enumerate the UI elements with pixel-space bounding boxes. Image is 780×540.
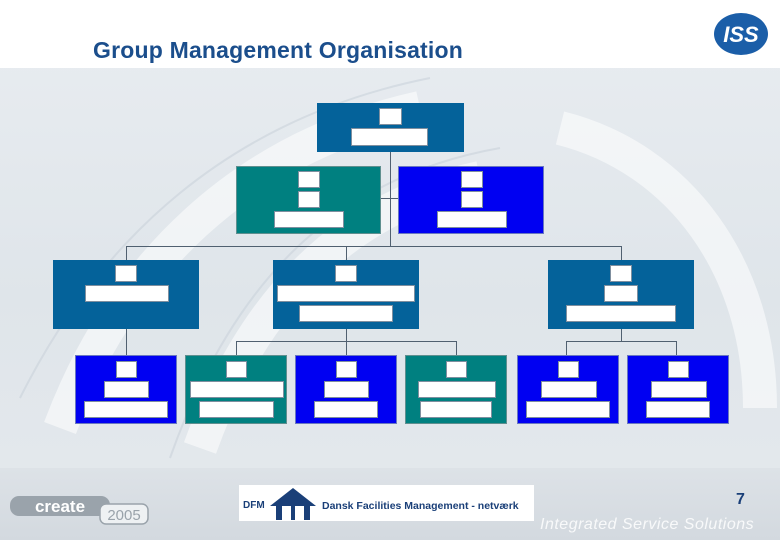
connector — [346, 341, 347, 355]
page-number: 7 — [736, 491, 745, 508]
connector — [621, 329, 622, 341]
photo-placeholder — [461, 171, 483, 188]
photo-placeholder — [651, 381, 707, 398]
name-placeholder — [274, 211, 344, 228]
connector — [390, 152, 391, 246]
org-unit-top — [317, 103, 464, 152]
org-unit-staff-left — [236, 166, 381, 234]
name-placeholder — [85, 285, 169, 302]
org-unit-division-center — [273, 260, 419, 329]
name-placeholder — [646, 401, 710, 418]
photo-placeholder — [604, 285, 638, 302]
iss-logo-text: ISS — [723, 22, 759, 47]
name-placeholder — [418, 381, 496, 398]
connector — [676, 341, 677, 355]
photo-placeholder — [298, 171, 320, 188]
title-band — [0, 0, 780, 68]
dfm-house-logo — [270, 488, 316, 520]
name-placeholder — [566, 305, 676, 322]
dfm-network-name: Dansk Facilities Management - netværk — [322, 500, 519, 512]
connector — [621, 246, 622, 260]
org-unit-division-left — [53, 260, 199, 329]
photo-placeholder — [610, 265, 632, 282]
footer-tagline: Integrated Service Solutions — [540, 516, 755, 533]
photo-placeholder — [541, 381, 597, 398]
connector — [566, 341, 677, 342]
slide-title: Group Management Organisation — [93, 37, 464, 63]
org-unit-division-right — [548, 260, 694, 329]
photo-placeholder — [446, 361, 467, 378]
org-unit-region-2 — [185, 355, 287, 424]
dfm-abbreviation: DFM — [243, 500, 265, 511]
name-placeholder — [314, 401, 378, 418]
photo-placeholder — [461, 191, 483, 208]
name-placeholder — [190, 381, 284, 398]
connector — [126, 329, 127, 355]
connector — [346, 246, 347, 260]
create-logo-text: create — [35, 497, 85, 516]
photo-placeholder — [379, 108, 402, 125]
connector — [566, 341, 567, 355]
name-placeholder — [84, 401, 168, 418]
org-unit-region-1 — [75, 355, 177, 424]
name-placeholder — [351, 128, 428, 146]
name-placeholder — [277, 285, 415, 302]
photo-placeholder — [115, 265, 137, 282]
name-placeholder — [437, 211, 507, 228]
org-unit-region-4 — [405, 355, 507, 424]
photo-placeholder — [324, 381, 369, 398]
name-placeholder — [420, 401, 492, 418]
connector — [456, 341, 457, 355]
create-2005-logo: create 2005 — [10, 496, 149, 525]
photo-placeholder — [336, 361, 357, 378]
photo-placeholder — [558, 361, 579, 378]
name-placeholder — [199, 401, 274, 418]
photo-placeholder — [226, 361, 247, 378]
connector — [236, 341, 237, 355]
connector — [346, 329, 347, 341]
photo-placeholder — [298, 191, 320, 208]
iss-logo: ISS — [714, 13, 768, 55]
org-unit-staff-right — [398, 166, 544, 234]
connector — [381, 198, 398, 199]
name-placeholder — [299, 305, 393, 322]
org-unit-region-3 — [295, 355, 397, 424]
org-unit-region-6 — [627, 355, 729, 424]
org-unit-region-5 — [517, 355, 619, 424]
photo-placeholder — [116, 361, 137, 378]
create-logo-year: 2005 — [107, 507, 140, 524]
photo-placeholder — [104, 381, 149, 398]
connector — [126, 246, 127, 260]
connector — [126, 246, 622, 247]
photo-placeholder — [335, 265, 357, 282]
name-placeholder — [526, 401, 610, 418]
photo-placeholder — [668, 361, 689, 378]
